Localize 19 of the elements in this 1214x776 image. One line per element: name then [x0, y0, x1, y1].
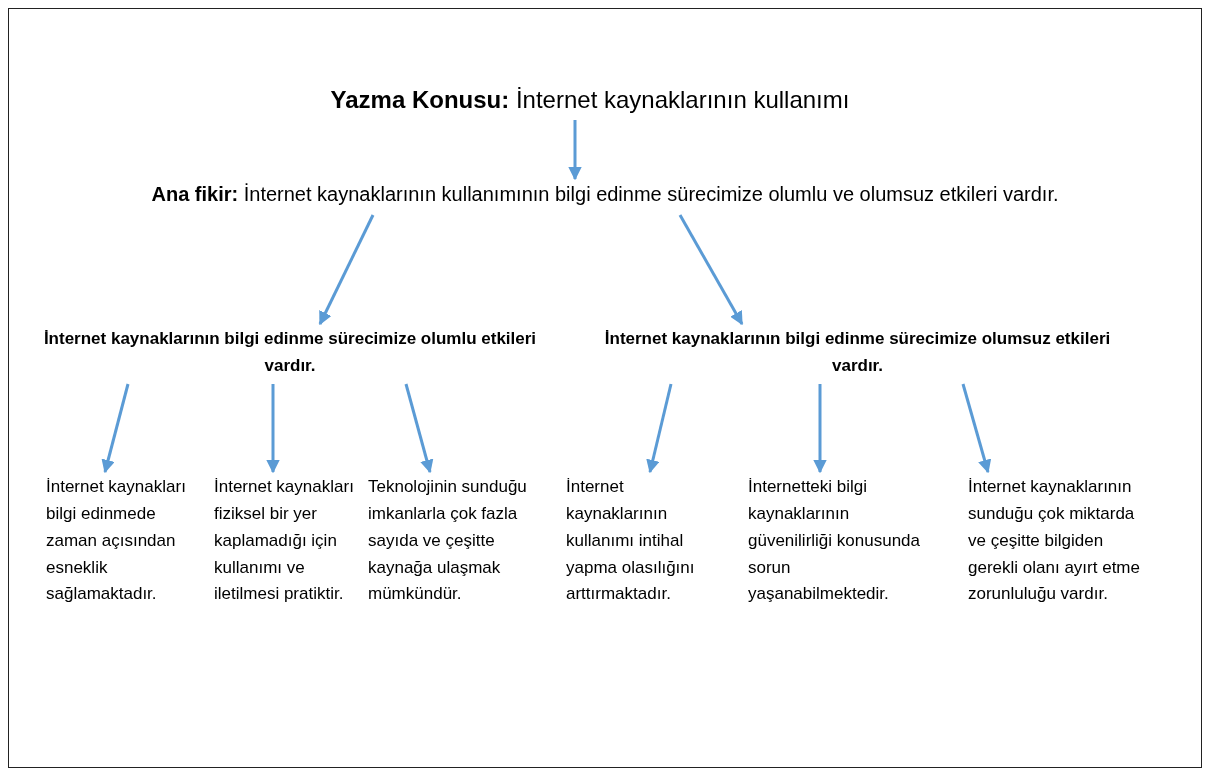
item-text: İnternetteki bilgi kaynaklarının güvenilirliği konusunda sorun yaşanabilmektedir. — [748, 476, 921, 606]
arrow — [646, 383, 673, 474]
branch-heading: İnternet kaynaklarının bilgi edinme sürecimize olumlu etkileri vardır. — [42, 328, 538, 377]
arrow — [813, 384, 827, 474]
arrow — [266, 384, 280, 474]
arrow — [961, 383, 992, 474]
branch-heading: İnternet kaynaklarının bilgi edinme sürecimize olumsuz etkileri vardır. — [603, 328, 1112, 377]
item-text: İnternet kaynakları bilgi edinmede zaman açısından esneklik sağlamaktadır. — [46, 476, 187, 606]
arrow — [678, 214, 744, 326]
topic-heading: Yazma Konusu: İnternet kaynaklarının kullanımı — [329, 85, 851, 115]
arrow — [404, 383, 434, 474]
item-text: İnternet kaynaklarının kullanımı intihal yapma olasılığını arttırmaktadır. — [566, 476, 696, 606]
item-text: Teknolojinin sunduğu imkanlarla çok fazla sayıda ve çeşitte kaynağa ulaşmak mümkündür. — [368, 476, 528, 606]
arrow — [318, 214, 375, 326]
arrow — [568, 120, 582, 181]
main-idea-text: Ana fikir: İnternet kaynaklarının kullanımının bilgi edinme sürecimize olumlu ve olumsuz etkileri vardır. — [150, 182, 1060, 207]
item-text: İnternet kaynaklarının sunduğu çok miktarda ve çeşitte bilgiden gerekli olanı ayırt etme zorunluluğu vardır. — [968, 476, 1141, 606]
item-text: İnternet kaynakları fiziksel bir yer kaplamadığı için kullanımı ve iletilmesi pratiktir. — [214, 476, 355, 606]
arrow — [101, 383, 130, 474]
